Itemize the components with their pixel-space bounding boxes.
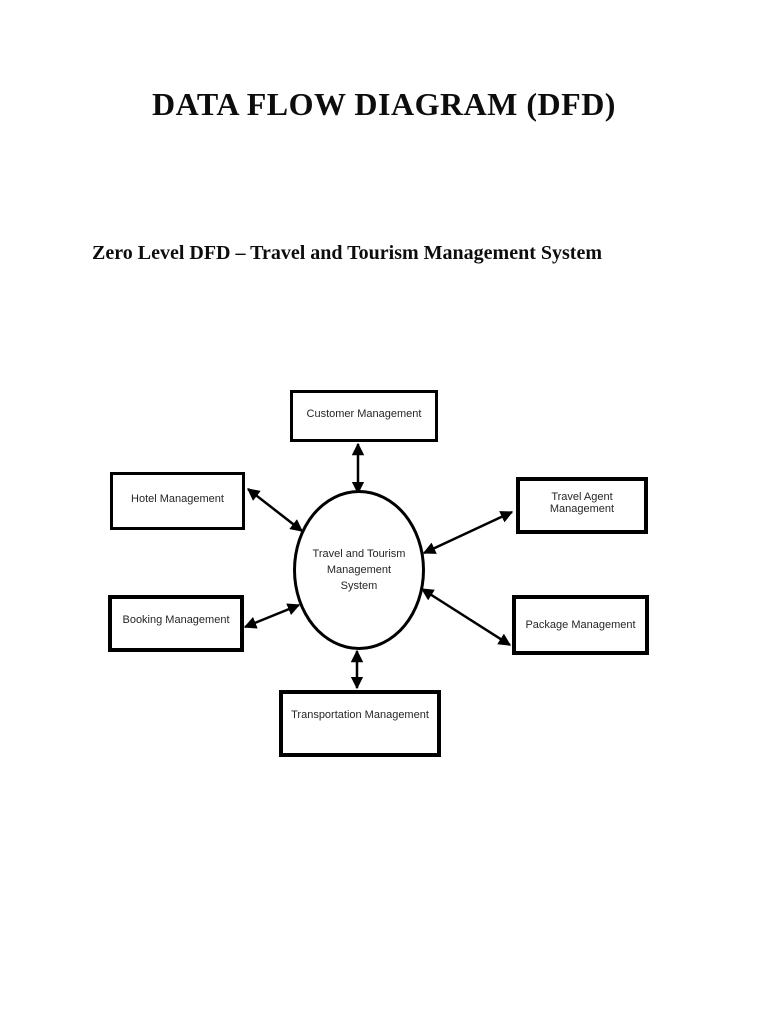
node-hotel-management: Hotel Management xyxy=(110,472,245,530)
node-label: Travel Agent Management xyxy=(549,490,615,515)
node-label: Customer Management xyxy=(306,408,422,420)
node-label: Transportation Management xyxy=(291,708,429,721)
page-title: DATA FLOW DIAGRAM (DFD) xyxy=(152,86,616,122)
arrow-package-center xyxy=(420,587,512,647)
node-transportation-management: Transportation Management xyxy=(279,690,441,757)
node-central-system: Travel and Tourism Management System xyxy=(293,490,425,650)
arrow-booking-center xyxy=(243,603,301,629)
node-customer-management: Customer Management xyxy=(290,390,438,442)
node-label: Hotel Management xyxy=(131,493,224,505)
node-label: Package Management xyxy=(525,619,636,631)
node-booking-management: Booking Management xyxy=(108,595,244,652)
arrow-hotel-center xyxy=(247,488,303,532)
node-label: Booking Management xyxy=(122,613,230,626)
node-package-management: Package Management xyxy=(512,595,649,655)
central-system-label: Travel and Tourism Management System xyxy=(312,548,406,592)
section-heading: Zero Level DFD – Travel and Tourism Mana… xyxy=(92,242,602,264)
node-travel-agent-management: Travel Agent Management xyxy=(516,477,648,534)
arrow-travel-agent-center xyxy=(422,510,514,555)
